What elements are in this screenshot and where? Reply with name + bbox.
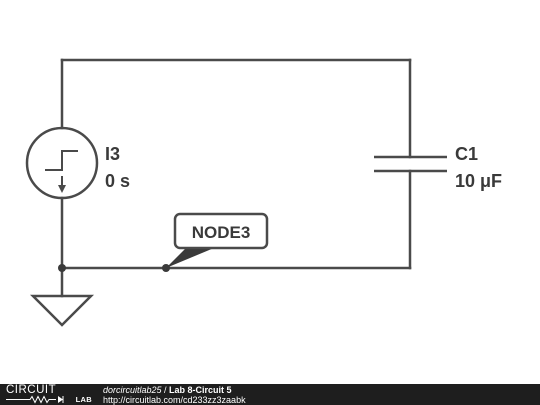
node-label-pointer [166, 248, 214, 268]
current-source-value: 0 s [105, 171, 130, 191]
schematic-canvas: NODE3 I3 0 s C1 10 μF [25, 58, 503, 327]
logo-wordmark-bottom: LAB [75, 395, 92, 404]
capacitor-value: 10 μF [455, 171, 502, 191]
footer-author[interactable]: dorcircuitlab25 [103, 385, 162, 395]
footer-separator: / [161, 385, 170, 395]
footer-title-line: dorcircuitlab25 / Lab 8-Circuit 5 [103, 385, 232, 395]
current-source-body [25, 126, 99, 200]
capacitor-c1[interactable] [374, 155, 447, 173]
current-arrow-icon [58, 185, 66, 193]
footer-circuit-title[interactable]: Lab 8-Circuit 5 [169, 385, 232, 395]
capacitor-name: C1 [455, 144, 478, 164]
footer-bar: CIRCUIT LAB dorcircuitlab25 / Lab 8-Circ… [0, 384, 540, 405]
current-source-i3[interactable] [25, 126, 99, 200]
resistor-logo-icon [6, 395, 64, 404]
node-label-text: NODE3 [192, 223, 251, 242]
junction-dot-left [58, 264, 66, 272]
node-label-box [173, 212, 269, 250]
logo-wordmark-top: CIRCUIT [6, 384, 57, 396]
ground-icon [29, 294, 95, 327]
schematic-svg: NODE3 I3 0 s C1 10 μF [25, 58, 502, 327]
step-waveform-icon [45, 150, 78, 171]
current-source-name: I3 [105, 144, 120, 164]
circuitlab-logo[interactable]: CIRCUIT LAB [6, 384, 96, 404]
footer-url-link[interactable]: http://circuitlab.com/cd233zz3zaabk [103, 395, 246, 405]
node-label-node3[interactable]: NODE3 [166, 212, 269, 268]
